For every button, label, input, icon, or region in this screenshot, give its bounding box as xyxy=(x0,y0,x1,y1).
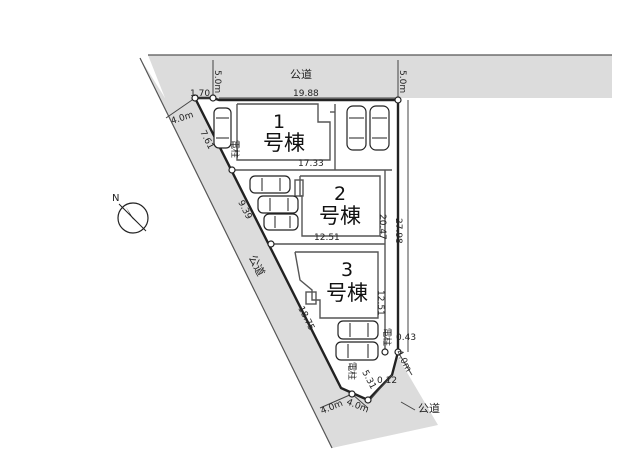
utility-pole-label-1: 電柱 xyxy=(229,140,241,158)
corner-point xyxy=(191,94,199,102)
corner-point xyxy=(394,96,402,104)
car-lot3-a xyxy=(337,320,379,340)
building-2-porch xyxy=(294,179,304,197)
dim-right-lot3: 12.51 xyxy=(375,290,385,316)
road-bottom-right-area xyxy=(368,352,438,425)
road-top-area xyxy=(148,55,612,100)
car-lot1-b xyxy=(369,105,390,151)
building-3-outline xyxy=(294,251,379,319)
lot-2-label: 号棟 xyxy=(319,204,361,228)
lot-3-number: 3 xyxy=(341,259,353,281)
car-lot1-a xyxy=(346,105,367,151)
dim-lot1-bottom: 17.33 xyxy=(298,159,324,169)
car-lot3-b xyxy=(335,341,379,361)
compass: N xyxy=(112,193,149,234)
dim-corner-cut-top: 1.70 xyxy=(190,89,210,99)
dim-corner-right: 0.43 xyxy=(396,333,416,343)
car-lot1-c xyxy=(213,107,232,149)
lot-3-label: 号棟 xyxy=(326,281,368,305)
corner-point xyxy=(209,94,217,102)
building-1-outline xyxy=(236,103,331,161)
dim-bottom-edge-b: 0.12 xyxy=(377,376,397,386)
dim-lot2-bottom: 12.51 xyxy=(314,233,340,243)
dim-road-width-right: 5.0m xyxy=(397,70,407,93)
lot-1-number: 1 xyxy=(273,111,285,133)
corner-point xyxy=(228,166,236,174)
dim-line xyxy=(397,351,413,376)
corner-point xyxy=(348,390,356,398)
lot-1-label: 号棟 xyxy=(263,131,305,155)
dim-line xyxy=(319,393,353,409)
corner-point xyxy=(267,240,275,248)
road-diagonal-area xyxy=(140,58,438,448)
utility-pole-label-2: 電柱 xyxy=(381,328,393,346)
road-edge-line xyxy=(139,57,333,449)
lot-2-number: 2 xyxy=(334,183,346,205)
dim-road-width-left: 5.0m xyxy=(212,70,222,93)
road-label-bottom-right: 公道 xyxy=(418,401,440,415)
dim-line xyxy=(165,97,196,119)
dim-line xyxy=(369,374,393,401)
utility-pole-label-3: 電柱 xyxy=(346,362,358,380)
car-lot2-a xyxy=(249,175,291,194)
building-3-porch xyxy=(305,291,317,305)
dim-right-lot2: 20.47 xyxy=(377,214,387,240)
car-lot2-c xyxy=(263,213,299,231)
road-label-top: 公道 xyxy=(290,67,312,81)
corner-point xyxy=(364,396,372,404)
road-leader-line xyxy=(400,401,416,411)
compass-north-label: N xyxy=(112,193,119,204)
corner-point xyxy=(394,348,402,356)
dim-right-total: 27.98 xyxy=(393,218,403,244)
corner-point xyxy=(381,348,389,356)
dim-top-frontage: 19.88 xyxy=(293,89,319,99)
car-lot2-b xyxy=(257,195,299,214)
